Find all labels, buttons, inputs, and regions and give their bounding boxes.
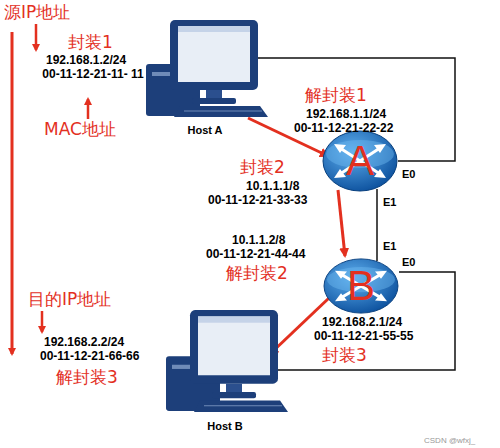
ip-address: 10.1.1.2/8 bbox=[232, 234, 285, 248]
mac-address: 00-11-12-21-55-55 bbox=[314, 330, 413, 344]
annotation: 封装2 bbox=[240, 158, 285, 178]
flow-arrow bbox=[270, 298, 329, 354]
annotation: 源IP地址 bbox=[4, 3, 70, 23]
annotation: 解封装3 bbox=[56, 368, 118, 388]
pointer-arrow bbox=[87, 99, 90, 119]
annotation: 解封装1 bbox=[305, 86, 367, 106]
router: B bbox=[323, 258, 399, 314]
annotation: 封装3 bbox=[322, 346, 367, 366]
ip-address: 10.1.1.1/8 bbox=[246, 180, 299, 194]
mac-address: 00-11-12-21-44-44 bbox=[206, 248, 305, 262]
router-letter: B bbox=[347, 265, 375, 307]
ip-address: 192.168.1.2/24 bbox=[46, 54, 126, 68]
pointer-arrow bbox=[41, 311, 44, 332]
mac-address: 00-11-12-21-22-22 bbox=[294, 122, 393, 136]
host-name: Host A bbox=[187, 124, 222, 136]
watermark: CSDN @wfxj_ bbox=[424, 436, 475, 445]
flow-arrow bbox=[11, 32, 14, 354]
computer-icon bbox=[160, 308, 290, 432]
pointer-arrow bbox=[35, 24, 38, 50]
annotation: 封装1 bbox=[68, 33, 113, 53]
ip-address: 192.168.2.1/24 bbox=[322, 316, 402, 330]
port-name: E1 bbox=[383, 240, 396, 253]
port-name: E1 bbox=[383, 196, 396, 209]
ip-address: 192.168.2.2/24 bbox=[44, 336, 124, 350]
port-name: E0 bbox=[402, 168, 415, 181]
mac-address: 00-11-12-21-11- 11 bbox=[40, 68, 146, 82]
host-computer: Host B bbox=[160, 308, 290, 432]
mac-address: 00-11-12-21-66-66 bbox=[40, 350, 139, 364]
mac-address: 00-11-12-21-33-33 bbox=[208, 194, 307, 208]
port-name: E0 bbox=[402, 256, 415, 269]
annotation: 解封装2 bbox=[226, 264, 288, 284]
host-computer: Host A bbox=[140, 18, 270, 136]
flow-arrow bbox=[338, 190, 345, 256]
network-link bbox=[376, 189, 378, 261]
router: A bbox=[322, 130, 398, 192]
host-name: Host B bbox=[207, 420, 242, 432]
computer-icon bbox=[140, 18, 270, 136]
annotation: 目的IP地址 bbox=[28, 290, 111, 310]
router-letter: A bbox=[346, 140, 374, 182]
ip-address: 192.168.1.1/24 bbox=[306, 108, 386, 122]
annotation: MAC地址 bbox=[44, 120, 116, 140]
